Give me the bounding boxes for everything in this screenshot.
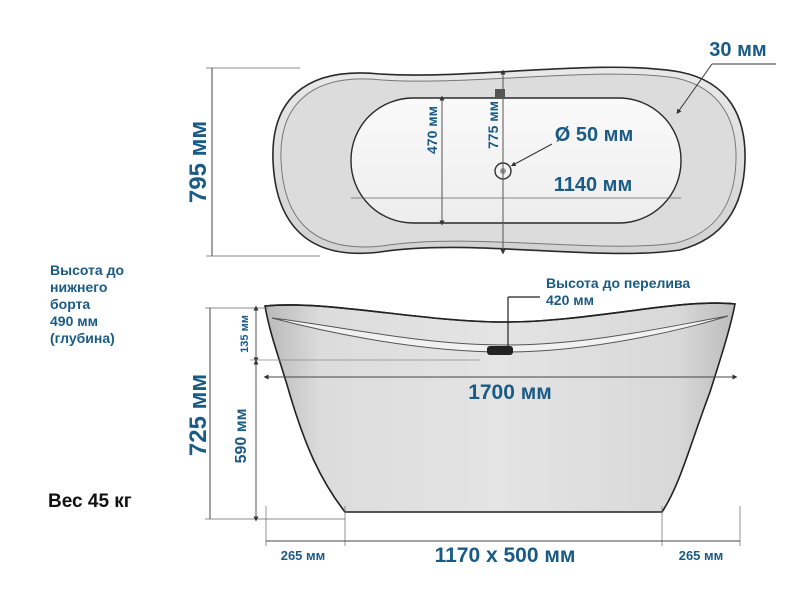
- overflow-drain-icon: [487, 346, 513, 355]
- depth-note-line: (глубина): [50, 330, 115, 346]
- label-265-left: 265 мм: [281, 548, 326, 563]
- depth-note-line: борта: [50, 296, 91, 312]
- overflow-value: 420 мм: [546, 292, 594, 308]
- depth-note: Высота до нижнего борта 490 мм (глубина): [50, 262, 124, 347]
- top-view: 795 мм 470 мм 775 мм 1140 мм Ø 50 мм 30 …: [185, 39, 776, 257]
- overflow-label: Высота до перелива: [546, 275, 691, 291]
- label-775: 775 мм: [485, 101, 501, 149]
- label-590: 590 мм: [233, 409, 250, 464]
- label-470: 470 мм: [424, 106, 440, 154]
- tub-top-basin: [350, 97, 682, 224]
- weight-label: Вес 45 кг: [48, 491, 132, 512]
- label-725: 725 мм: [185, 374, 212, 456]
- label-1140: 1140 мм: [554, 174, 633, 196]
- depth-note-line: нижнего: [50, 279, 108, 295]
- overflow-icon: [495, 89, 505, 99]
- label-795: 795 мм: [185, 121, 212, 203]
- overflow-height-note: Высота до перелива 420 мм: [546, 275, 690, 309]
- label-265-right: 265 мм: [679, 548, 724, 563]
- tub-side-body: [264, 302, 736, 513]
- label-135: 135 мм: [239, 315, 251, 353]
- label-30: 30 мм: [709, 39, 766, 61]
- label-1700: 1700 мм: [468, 381, 552, 404]
- side-view: 725 мм 135 мм 590 мм 1700 мм 265 мм 1170…: [185, 296, 741, 567]
- depth-note-line: Высота до: [50, 262, 125, 278]
- label-base-size: 1170 x 500 мм: [435, 544, 576, 567]
- label-drain-diameter: Ø 50 мм: [555, 124, 634, 146]
- depth-note-line: 490 мм: [50, 313, 98, 329]
- tub-side-rim-inner: [271, 315, 729, 353]
